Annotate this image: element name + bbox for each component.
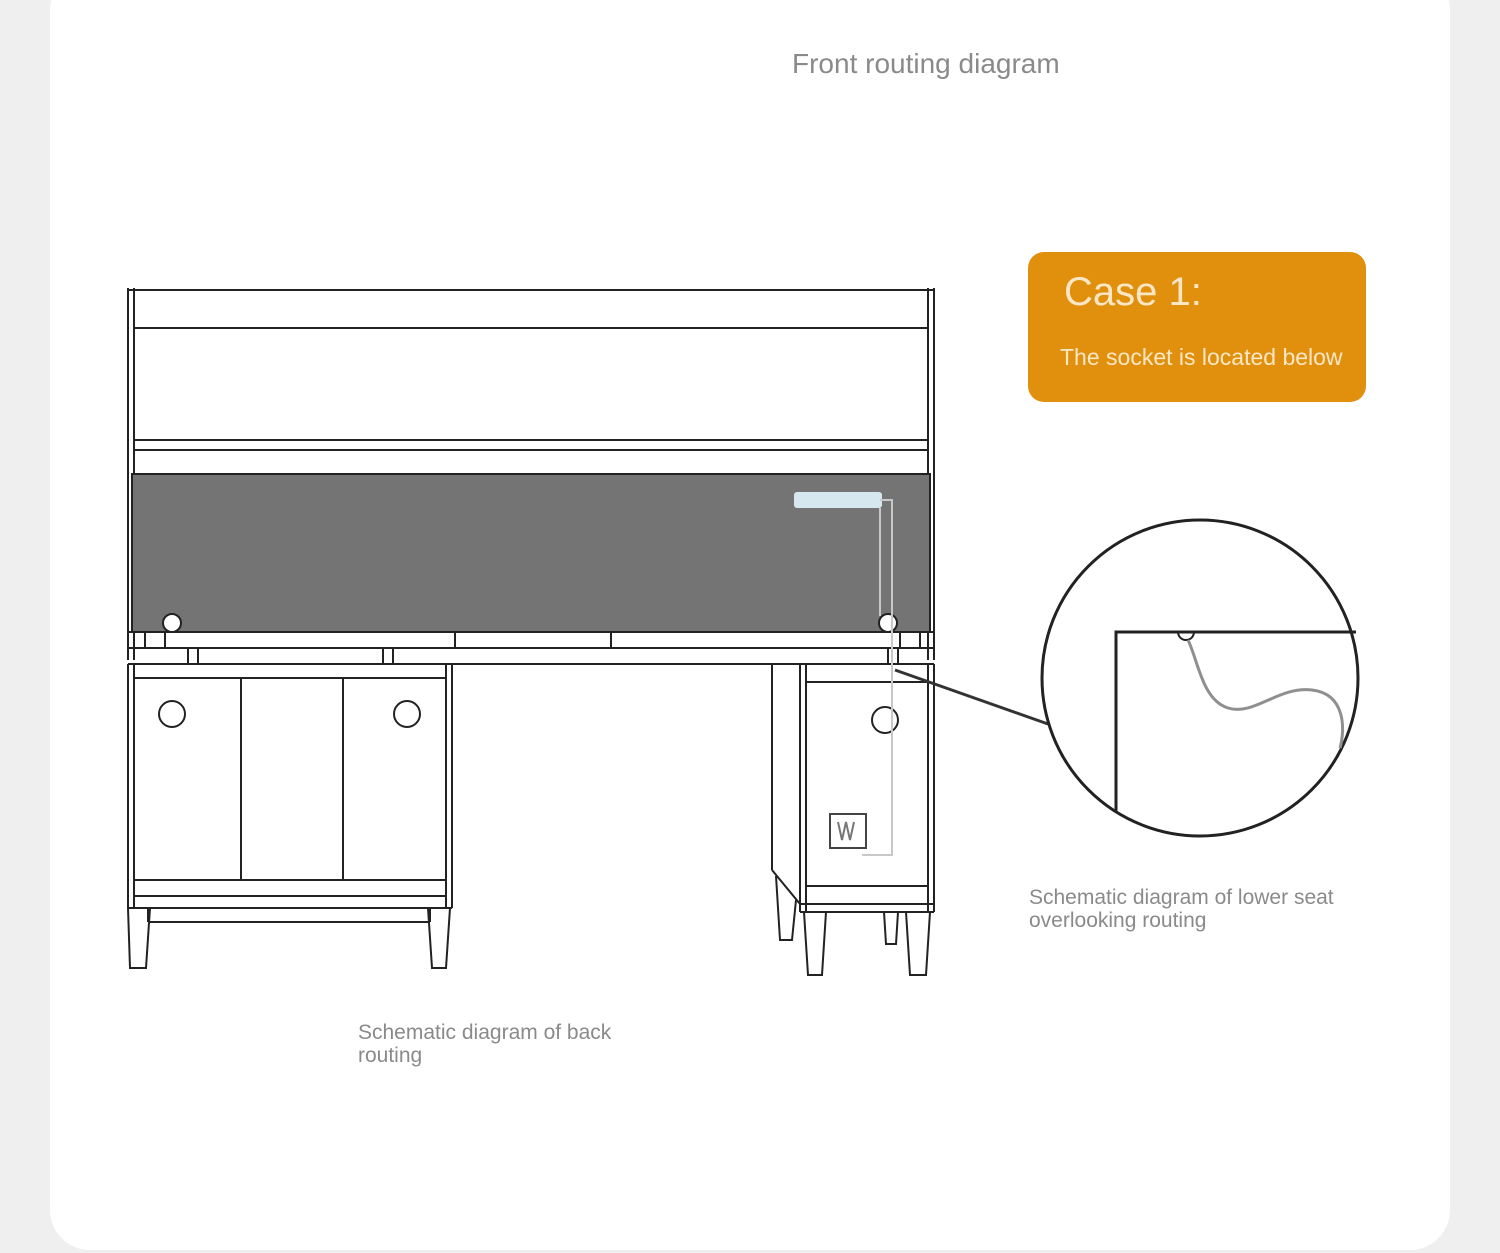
wall-socket	[829, 813, 867, 849]
left-cabinet	[127, 664, 453, 969]
desk-top	[128, 631, 934, 665]
lower-seat-caption: Schematic diagram of lower seat overlook…	[1029, 886, 1334, 932]
case-callout: Case 1: The socket is located below	[1028, 252, 1366, 402]
case-description: The socket is located below	[1060, 344, 1343, 370]
right-cabinet	[771, 664, 935, 976]
grommet-left	[162, 613, 182, 633]
zoom-pointer	[894, 668, 1049, 726]
socket-strip	[794, 492, 882, 508]
cable-route	[862, 499, 893, 856]
diagram-title: Front routing diagram	[792, 48, 1060, 79]
grommet-right	[878, 613, 898, 633]
zoom-detail	[1040, 518, 1360, 838]
back-routing-caption: Schematic diagram of back routing	[358, 1021, 612, 1067]
case-title: Case 1:	[1064, 270, 1202, 314]
